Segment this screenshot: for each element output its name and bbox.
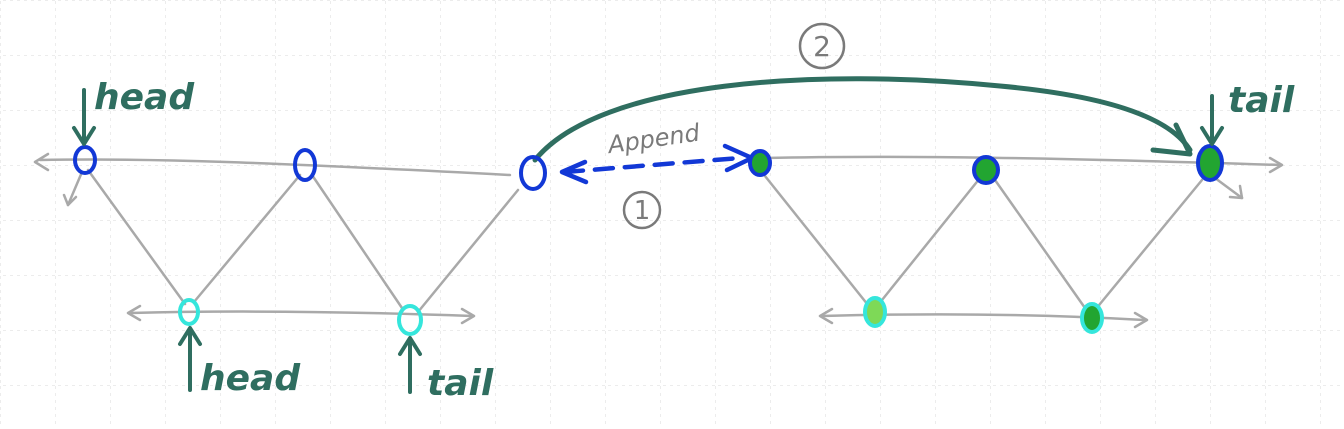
left-bottom-node-1 (178, 298, 200, 326)
right-edge-4 (1093, 178, 1204, 312)
left-edge-1 (86, 168, 187, 306)
right-tail-down-arrowhead (1228, 184, 1244, 200)
left-top-node-1 (73, 145, 97, 175)
append-arrowhead-left (559, 159, 589, 185)
left-top-row-line (38, 158, 512, 177)
step2-marker: 2 (798, 22, 846, 70)
left-tree-edges (33, 152, 520, 325)
step2-arc (532, 76, 1193, 163)
step1-marker: 1 (622, 190, 662, 230)
left-head-down-arrowhead (62, 193, 78, 207)
right-edge-1 (763, 174, 870, 307)
right-nodes (748, 144, 1224, 334)
left-edge-3 (310, 173, 404, 310)
left-edge-2 (192, 173, 302, 304)
left-bottom-row-line (128, 310, 474, 318)
right-tail-down-stub (1213, 176, 1244, 200)
right-top-node-2 (972, 155, 1000, 185)
append-dashed-arrow (562, 155, 743, 175)
step2-arrowhead (1150, 122, 1193, 157)
right-bottom-left-arrowhead (818, 307, 834, 325)
tail-top-label: tail (1228, 80, 1295, 121)
right-top-node-1 (748, 149, 772, 177)
step2-label: 2 (813, 30, 831, 63)
head-bottom-label: head (200, 358, 301, 399)
left-head-down-stub (66, 170, 84, 207)
right-bottom-node-1 (863, 296, 887, 328)
left-bottom-left-arrowhead (126, 304, 142, 322)
tail-bottom-label: tail (427, 363, 494, 404)
left-top-node-3 (519, 155, 547, 191)
head-top-label: head (94, 77, 195, 118)
left-edge-4 (416, 188, 520, 314)
tail-top-pointer (1200, 94, 1224, 146)
left-bottom-node-2 (397, 304, 423, 336)
right-top-row-arrowhead (1268, 156, 1284, 174)
tail-bottom-pointer (398, 336, 422, 394)
right-bottom-node-2 (1080, 302, 1104, 334)
right-bottom-right-arrowhead (1133, 311, 1149, 329)
step1-label: 1 (634, 196, 651, 226)
left-nodes (73, 145, 547, 336)
pointer-arrows (72, 88, 1224, 394)
left-top-node-2 (293, 148, 317, 182)
right-edge-3 (993, 178, 1087, 310)
head-bottom-pointer (178, 326, 202, 392)
left-bottom-right-arrowhead (460, 307, 476, 325)
right-top-node-3 (1196, 144, 1224, 182)
left-top-row-arrowhead (33, 152, 50, 172)
head-top-pointer (72, 88, 96, 146)
right-edge-2 (876, 176, 982, 307)
